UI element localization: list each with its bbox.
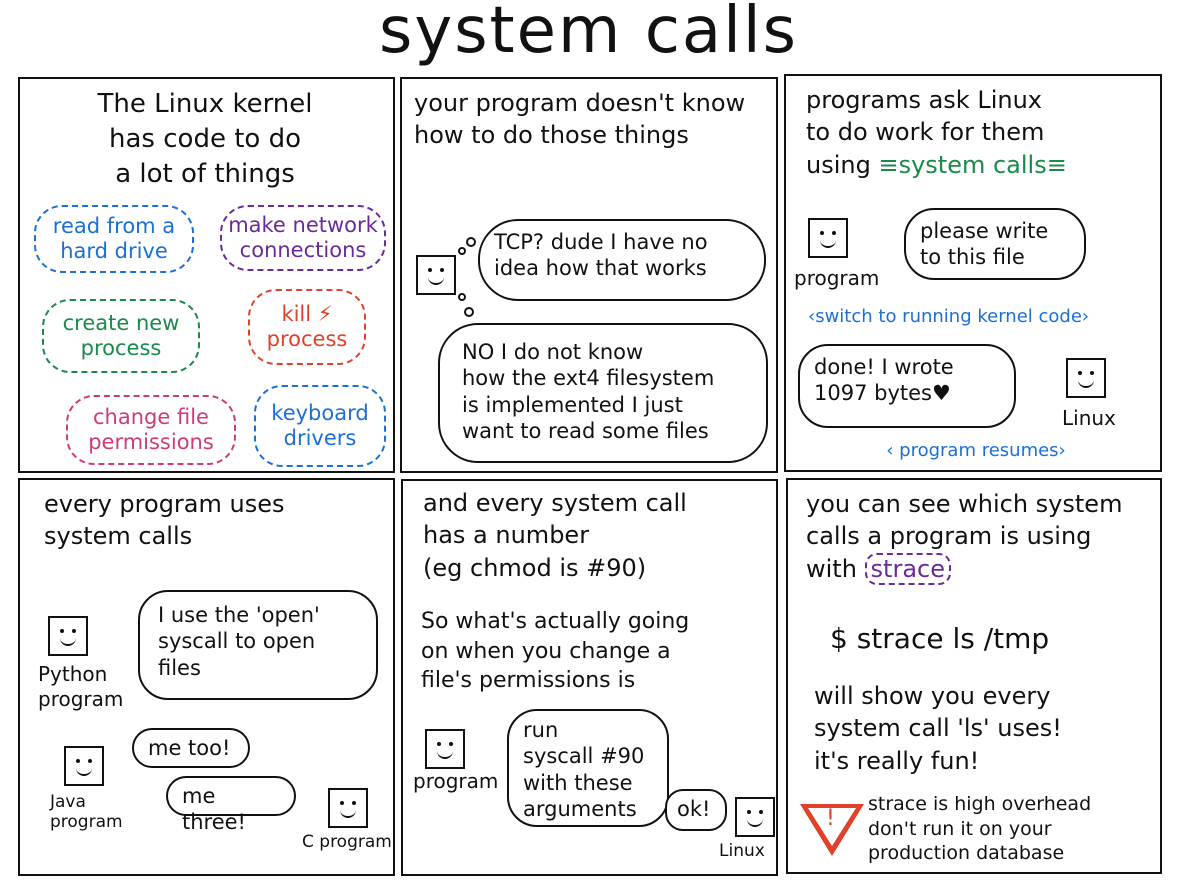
panel-program-doesnt-know: your program doesn't know how to do thos… xyxy=(400,77,778,473)
program-face-icon xyxy=(425,729,465,769)
switch-kernel-note: ‹switch to running kernel code› xyxy=(808,306,1090,327)
java-label: Java program xyxy=(50,792,123,833)
panel-system-call-number: and every system call has a number (eg c… xyxy=(401,479,778,876)
linux-face-icon xyxy=(735,797,775,837)
speech-bubble-run-syscall: run syscall #90 with these arguments xyxy=(507,709,669,827)
warning-triangle-icon xyxy=(800,804,864,856)
python-face-icon xyxy=(48,616,88,656)
strace-highlight: strace xyxy=(864,552,951,585)
cloud-keyboard-drivers: keyboard drivers xyxy=(254,385,386,467)
panel-6-body: will show you every system call 'ls' use… xyxy=(814,682,1062,775)
warning-mark: ! xyxy=(826,806,835,831)
linux-face-icon xyxy=(1066,358,1106,398)
cloud-kill-process: kill ⚡ process xyxy=(248,289,366,365)
panel-every-program-uses: every program uses system calls Python p… xyxy=(18,478,395,876)
cloud-create-new-process: create new process xyxy=(42,299,200,373)
speech-bubble-java: me too! xyxy=(132,728,250,768)
panel-1-heading: The Linux kernel has code to do a lot of… xyxy=(97,89,313,190)
speech-bubble-c: me three! xyxy=(166,776,296,834)
cloud-change-file-permissions: change file permissions xyxy=(66,395,236,465)
panel-5-heading: and every system call has a number (eg c… xyxy=(423,489,687,582)
speech-bubble-ok: ok! xyxy=(665,789,727,831)
cloud-make-network-connections: make network connections xyxy=(220,205,386,271)
thought-bubble-ext4: NO I do not know how the ext4 filesystem… xyxy=(438,323,768,463)
panel-strace: you can see which system calls a program… xyxy=(786,478,1162,874)
thought-dot-1 xyxy=(458,247,466,255)
program-face-icon xyxy=(416,255,456,295)
linux-label: Linux xyxy=(1062,406,1116,430)
page-title: system calls xyxy=(378,0,799,68)
speech-bubble-python: I use the 'open' syscall to open files xyxy=(138,590,378,700)
python-label: Python program xyxy=(38,662,124,711)
c-program-label: C program xyxy=(302,832,392,852)
linux-label: Linux xyxy=(719,841,765,861)
thought-dot-3 xyxy=(458,293,466,301)
panel-3-heading-text: programs ask Linux to do work for them u… xyxy=(806,86,1045,179)
panel-3-heading: programs ask Linux to do work for them u… xyxy=(806,84,1156,181)
program-label: program xyxy=(794,266,880,290)
speech-bubble-please-write: please write to this file xyxy=(904,208,1086,280)
panel-4-heading: every program uses system calls xyxy=(44,488,384,553)
thought-dot-4 xyxy=(464,307,474,317)
system-calls-highlight: ≡system calls≡ xyxy=(878,150,1067,179)
cloud-read-hard-drive: read from a hard drive xyxy=(34,205,194,273)
program-label: program xyxy=(413,769,499,793)
thought-bubble-tcp: TCP? dude I have no idea how that works xyxy=(478,219,766,301)
java-face-icon xyxy=(64,746,104,786)
program-resumes-note: ‹ program resumes› xyxy=(886,440,1066,461)
speech-bubble-done: done! I wrote 1097 bytes♥ xyxy=(798,344,1016,428)
panel-5-body: So what's actually going on when you cha… xyxy=(421,609,690,694)
strace-command: $ strace ls /tmp xyxy=(830,622,1050,655)
panel-6-heading: you can see which system calls a program… xyxy=(806,488,1156,585)
panel-4-heading-text: every program uses system calls xyxy=(44,490,285,551)
panel-kernel-abilities: The Linux kernel has code to do a lot of… xyxy=(18,77,395,473)
thought-dot-2 xyxy=(466,237,476,247)
program-face-icon xyxy=(808,218,848,258)
c-face-icon xyxy=(328,788,368,828)
panel-6-heading-text: you can see which system calls a program… xyxy=(806,490,1123,583)
panel-programs-ask-linux: programs ask Linux to do work for them u… xyxy=(784,74,1162,472)
warning-text: strace is high overhead don't run it on … xyxy=(868,793,1092,865)
panel-2-heading: your program doesn't know how to do thos… xyxy=(414,89,746,150)
